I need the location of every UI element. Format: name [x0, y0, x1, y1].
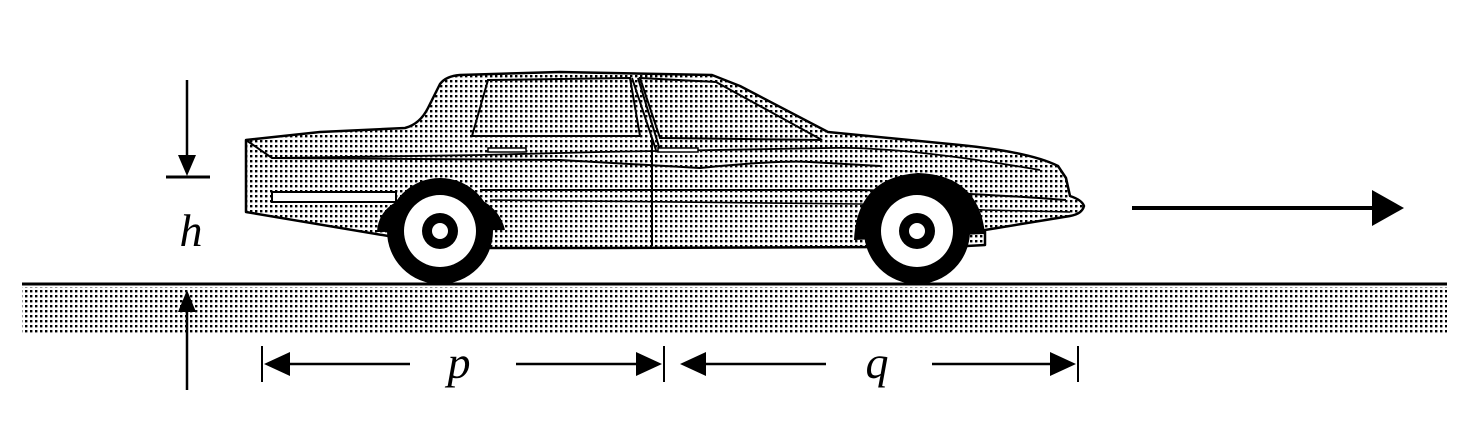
label-h: h [180, 205, 203, 256]
side-trim [271, 191, 397, 203]
height-dimension [166, 80, 210, 390]
door-handle-rear [487, 147, 527, 153]
door-handle-front [657, 147, 699, 153]
label-p: p [445, 337, 471, 388]
rear-wheel [387, 178, 493, 284]
rear-window [470, 76, 642, 137]
label-q: q [866, 337, 889, 388]
front-wheel [864, 178, 970, 284]
car [244, 70, 1086, 284]
arrow-right-icon [1132, 190, 1404, 226]
road [22, 282, 1447, 334]
windshield [638, 76, 823, 141]
p-dimension [261, 346, 665, 382]
q-dimension [680, 346, 1079, 382]
